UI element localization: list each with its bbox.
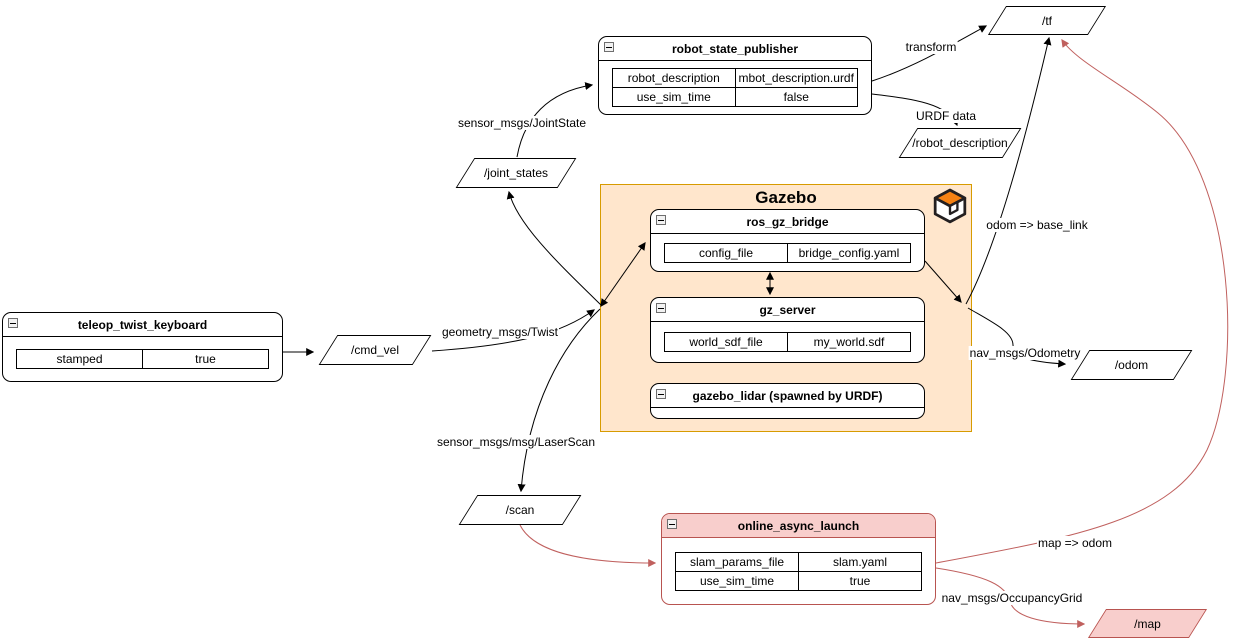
topic-joint-states[interactable]: /joint_states bbox=[455, 158, 577, 188]
topic-map[interactable]: /map bbox=[1087, 609, 1208, 638]
param-table: config_file bridge_config.yaml bbox=[664, 242, 911, 263]
node-gz-server[interactable]: gz_server world_sdf_file my_world.sdf bbox=[650, 297, 925, 363]
param-table: stamped true bbox=[16, 349, 269, 369]
topic-scan[interactable]: /scan bbox=[458, 495, 582, 525]
param-table: slam_params_file slam.yaml use_sim_time … bbox=[675, 551, 922, 591]
edge-label-transform: transform bbox=[904, 40, 958, 54]
param-key: robot_description bbox=[612, 68, 736, 88]
node-title: online_async_launch bbox=[737, 519, 860, 533]
topic-label: /map bbox=[1134, 616, 1161, 631]
param-value: my_world.sdf bbox=[787, 332, 911, 352]
edge-label-urdf-data: URDF data bbox=[914, 109, 978, 123]
param-key: config_file bbox=[664, 242, 788, 263]
collapse-icon[interactable] bbox=[604, 42, 614, 52]
edge-label-joint-state: sensor_msgs/JointState bbox=[456, 116, 588, 130]
param-table: robot_description mbot_description.urdf … bbox=[612, 68, 858, 107]
node-title: ros_gz_bridge bbox=[746, 215, 829, 229]
edge-label-laser-scan: sensor_msgs/msg/LaserScan bbox=[435, 435, 597, 449]
edge-label-odometry: nav_msgs/Odometry bbox=[968, 346, 1082, 360]
collapse-icon[interactable] bbox=[656, 303, 666, 313]
node-teleop-twist-keyboard[interactable]: teleop_twist_keyboard stamped true bbox=[2, 312, 283, 382]
topic-odom[interactable]: /odom bbox=[1070, 350, 1193, 380]
collapse-icon[interactable] bbox=[667, 519, 677, 529]
table-row: slam_params_file slam.yaml bbox=[675, 551, 922, 572]
param-value: true bbox=[142, 349, 269, 369]
param-value: bridge_config.yaml bbox=[787, 242, 911, 263]
param-key: world_sdf_file bbox=[664, 332, 788, 352]
edge-label-twist: geometry_msgs/Twist bbox=[440, 325, 560, 339]
table-row: use_sim_time false bbox=[612, 87, 858, 107]
param-value: true bbox=[798, 570, 922, 591]
node-title: teleop_twist_keyboard bbox=[77, 318, 208, 332]
node-title: robot_state_publisher bbox=[671, 42, 799, 56]
node-ros-gz-bridge[interactable]: ros_gz_bridge config_file bridge_config.… bbox=[650, 209, 925, 272]
node-gazebo-lidar[interactable]: gazebo_lidar (spawned by URDF) bbox=[650, 383, 925, 419]
table-row: use_sim_time true bbox=[675, 570, 922, 591]
param-value: slam.yaml bbox=[798, 551, 922, 572]
collapse-icon[interactable] bbox=[656, 389, 666, 399]
param-key: stamped bbox=[16, 349, 143, 369]
topic-label: /scan bbox=[505, 503, 535, 517]
topic-cmd-vel[interactable]: /cmd_vel bbox=[318, 335, 432, 365]
param-key: use_sim_time bbox=[675, 570, 799, 591]
node-robot-state-publisher[interactable]: robot_state_publisher robot_description … bbox=[598, 36, 872, 115]
edge-label-map-odom: map => odom bbox=[1036, 536, 1114, 550]
param-value: mbot_description.urdf bbox=[734, 68, 858, 88]
param-key: use_sim_time bbox=[612, 87, 736, 107]
topic-label: /tf bbox=[1041, 13, 1052, 28]
table-row: config_file bridge_config.yaml bbox=[664, 242, 911, 263]
param-table: world_sdf_file my_world.sdf bbox=[664, 332, 911, 352]
table-row: robot_description mbot_description.urdf bbox=[612, 68, 858, 88]
param-value: false bbox=[734, 87, 858, 107]
topic-label: /cmd_vel bbox=[350, 343, 400, 357]
table-row: stamped true bbox=[16, 349, 269, 369]
node-title: gz_server bbox=[759, 303, 816, 317]
topic-label: /joint_states bbox=[483, 166, 549, 180]
edge-label-odom-base-link: odom => base_link bbox=[985, 218, 1089, 232]
gazebo-group-title: Gazebo bbox=[755, 188, 817, 207]
gazebo-logo-icon bbox=[933, 188, 967, 224]
table-row: world_sdf_file my_world.sdf bbox=[664, 332, 911, 352]
edge-label-occupancy-grid: nav_msgs/OccupancyGrid bbox=[940, 591, 1084, 605]
topic-label: /robot_description bbox=[912, 136, 1008, 150]
topic-robot-description[interactable]: /robot_description bbox=[898, 128, 1022, 158]
topic-label: /odom bbox=[1114, 358, 1149, 372]
collapse-icon[interactable] bbox=[656, 215, 666, 225]
collapse-icon[interactable] bbox=[8, 318, 18, 328]
topic-tf[interactable]: /tf bbox=[987, 6, 1107, 35]
node-title: gazebo_lidar (spawned by URDF) bbox=[692, 389, 883, 403]
param-key: slam_params_file bbox=[675, 551, 799, 572]
node-online-async-launch[interactable]: online_async_launch slam_params_file sla… bbox=[661, 513, 936, 605]
